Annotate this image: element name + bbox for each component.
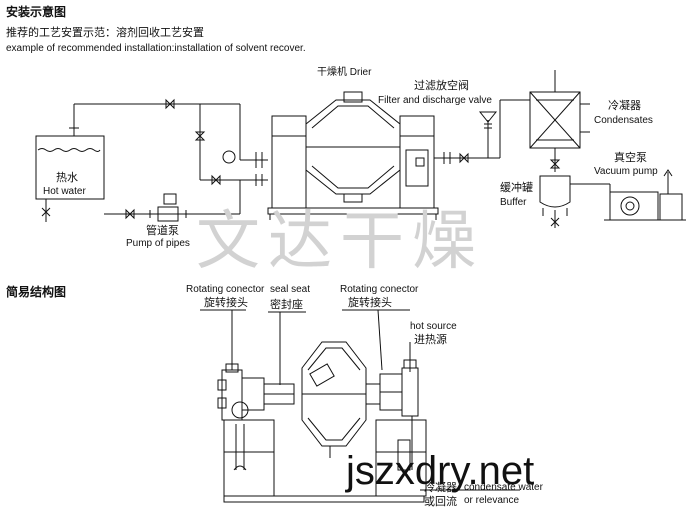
rot-right-cn: 旋转接头 bbox=[348, 296, 392, 309]
condenser bbox=[529, 70, 590, 172]
condensate-en-1: condensate water bbox=[464, 482, 543, 493]
valve-label-cn: 过滤放空阀 bbox=[414, 79, 469, 92]
structure-title: 简易结构图 bbox=[6, 285, 67, 299]
subtitle-en: example of recommended installation:inst… bbox=[6, 43, 306, 54]
inlet-pipe bbox=[73, 98, 268, 186]
condensate-cn-1: 冷凝器 bbox=[424, 481, 457, 494]
left-rotating-joint bbox=[217, 363, 295, 421]
structure-frame bbox=[223, 401, 427, 503]
rot-left-cn: 旋转接头 bbox=[204, 296, 248, 309]
outlet-pipe bbox=[434, 99, 530, 164]
page-title: 安装示意图 bbox=[6, 5, 67, 19]
buffer-tank bbox=[539, 175, 610, 228]
seal-cn: 密封座 bbox=[270, 298, 303, 311]
vacuum-label-en: Vacuum pump bbox=[594, 166, 658, 177]
condenser-label-cn: 冷凝器 bbox=[608, 99, 641, 112]
buffer-label-en: Buffer bbox=[500, 197, 527, 208]
drier bbox=[267, 91, 439, 220]
seal-en: seal seat bbox=[270, 284, 311, 295]
hot-source-en: hot source bbox=[410, 321, 457, 332]
right-rotating-joint bbox=[365, 359, 419, 471]
hot-water-tank bbox=[35, 127, 105, 222]
condensate-cn-2: 或回流 bbox=[424, 495, 457, 508]
hot-water-label-cn: 热水 bbox=[56, 171, 78, 184]
vacuum-label-cn: 真空泵 bbox=[614, 151, 647, 164]
drier-label: 干燥机 Drier bbox=[317, 67, 372, 78]
condenser-label-en: Condensates bbox=[594, 115, 653, 126]
structure-leaders bbox=[200, 309, 411, 385]
hot-water-label-en: Hot water bbox=[43, 186, 86, 197]
vacuum-pump bbox=[604, 169, 686, 221]
subtitle-cn: 推荐的工艺安置示范：溶剂回收工艺安置 bbox=[6, 26, 204, 39]
rot-right-en: Rotating conector bbox=[340, 284, 419, 295]
valve-label-en: Filter and discharge valve bbox=[378, 95, 492, 106]
condensate-en-2: or relevance bbox=[464, 495, 520, 506]
pump-label-cn: 管道泵 bbox=[146, 224, 179, 237]
rot-left-en: Rotating conector bbox=[186, 284, 265, 295]
watermark-url: jszxdry.net bbox=[346, 449, 535, 493]
octagon-vessel bbox=[301, 341, 367, 458]
pump-line bbox=[104, 180, 241, 222]
buffer-label-cn: 缓冲罐 bbox=[500, 181, 533, 194]
pump-label-en: Pump of pipes bbox=[126, 238, 190, 249]
watermark-cn: 文达干燥 bbox=[196, 205, 484, 279]
hot-source-cn: 进热源 bbox=[414, 333, 447, 346]
